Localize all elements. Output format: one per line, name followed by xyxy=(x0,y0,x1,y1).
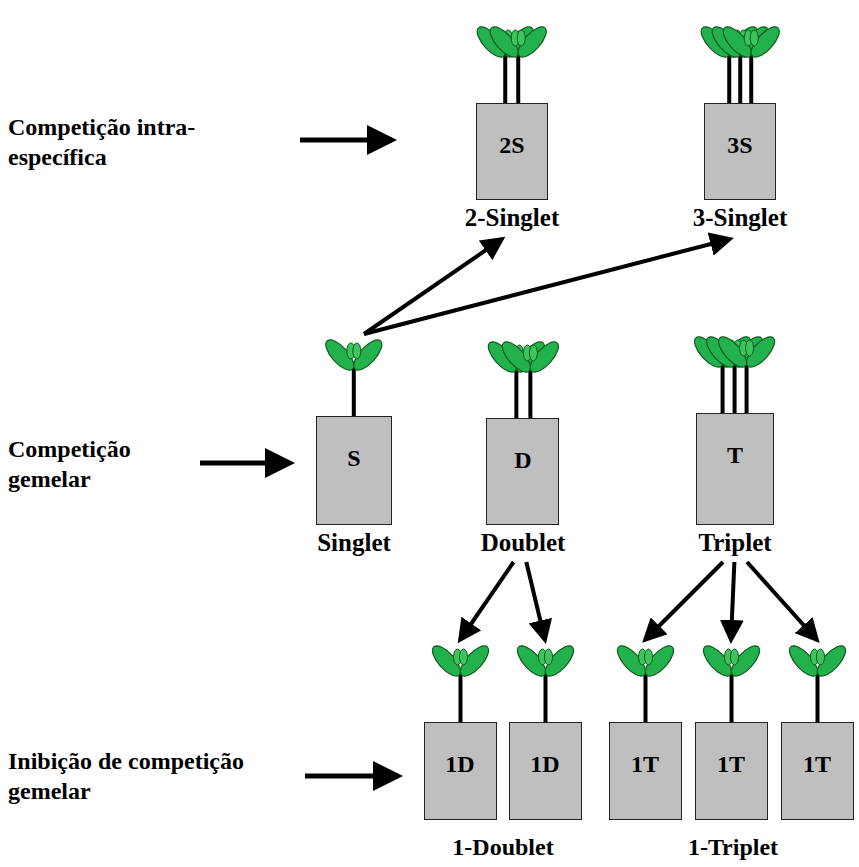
pot-box: 1D xyxy=(509,722,582,820)
pot-label: 1T xyxy=(631,751,659,778)
pot-label: T xyxy=(727,442,743,469)
pot-label: 1D xyxy=(530,751,559,778)
plant-sprout xyxy=(321,336,386,417)
pot-label: S xyxy=(347,445,360,472)
arrow-connector xyxy=(645,562,723,640)
plant-sprout xyxy=(718,23,783,104)
pot-node: 3S 3-Singlet xyxy=(690,23,790,233)
pot-node: D Doublet xyxy=(478,338,569,558)
pot-node: S Singlet xyxy=(314,336,394,558)
plant-illustration xyxy=(695,333,774,413)
pot-label: 1D xyxy=(445,751,474,778)
pot-box: 1T xyxy=(695,722,768,820)
arrow-connector xyxy=(747,562,817,640)
pot-label: 1T xyxy=(717,751,745,778)
pot-box: 1T xyxy=(781,722,854,820)
pot-box: 1T xyxy=(609,722,682,820)
pot-node: 1D xyxy=(424,642,497,820)
plant-illustration xyxy=(695,642,768,722)
pot-label: 3S xyxy=(727,132,752,159)
pot-box: 1D xyxy=(424,722,497,820)
pot-node: 2S 2-Singlet xyxy=(462,23,562,233)
plant-sprout xyxy=(784,642,849,723)
plant-sprout xyxy=(485,23,550,104)
row-label: Inibição de competição gemelar xyxy=(8,746,258,806)
row-pointer xyxy=(300,138,392,143)
pot-label: D xyxy=(514,447,531,474)
row-pointer xyxy=(305,774,398,779)
pot-caption: 3-Singlet xyxy=(690,203,790,233)
caption-text: 3-Singlet xyxy=(693,204,787,231)
plant-illustration xyxy=(509,642,582,722)
pot-box: 3S xyxy=(704,103,776,200)
pot-node: 1T xyxy=(695,642,768,820)
arrow-connector xyxy=(731,562,734,640)
pot-caption: Doublet xyxy=(478,528,569,558)
plant-sprout xyxy=(512,642,577,723)
pot-label: 1T xyxy=(803,751,831,778)
arrow-connector xyxy=(364,239,502,334)
plant-illustration xyxy=(690,23,790,103)
pot-box: T xyxy=(696,413,774,525)
plant-sprout xyxy=(497,338,562,419)
plant-sprout xyxy=(612,642,677,723)
pot-node: 1D xyxy=(509,642,582,820)
caption-text: 2-Singlet xyxy=(465,204,559,231)
pot-caption: Triplet xyxy=(695,528,774,558)
pot-node: T Triplet xyxy=(695,333,774,558)
plant-illustration xyxy=(424,642,497,722)
plant-illustration xyxy=(462,23,562,103)
arrow-connector xyxy=(460,562,514,640)
pot-caption: Singlet xyxy=(314,528,394,558)
caption-text: Triplet xyxy=(698,529,771,556)
pot-box: D xyxy=(486,418,559,525)
pot-label: 2S xyxy=(499,132,524,159)
plant-sprout xyxy=(427,642,492,723)
row-pointer xyxy=(200,461,290,466)
row-label: 1-Triplet xyxy=(650,832,816,862)
row-label: 1-Doublet xyxy=(422,832,584,862)
pot-box: S xyxy=(316,416,392,525)
plant-illustration xyxy=(478,338,569,418)
plant-illustration xyxy=(609,642,682,722)
pot-box: 2S xyxy=(476,103,548,200)
plant-sprout xyxy=(698,642,763,723)
arrow-connector xyxy=(364,239,730,334)
pot-caption: 2-Singlet xyxy=(462,203,562,233)
row-label: Competição intra-específica xyxy=(8,112,238,172)
row-label: Competição gemelar xyxy=(8,434,198,494)
plant-illustration xyxy=(781,642,854,722)
plant-sprout xyxy=(714,333,779,414)
arrow-connector xyxy=(526,562,545,640)
caption-text: Singlet xyxy=(317,529,391,556)
plant-illustration xyxy=(314,336,394,416)
pot-node: 1T xyxy=(781,642,854,820)
caption-text: Doublet xyxy=(481,529,566,556)
pot-node: 1T xyxy=(609,642,682,820)
